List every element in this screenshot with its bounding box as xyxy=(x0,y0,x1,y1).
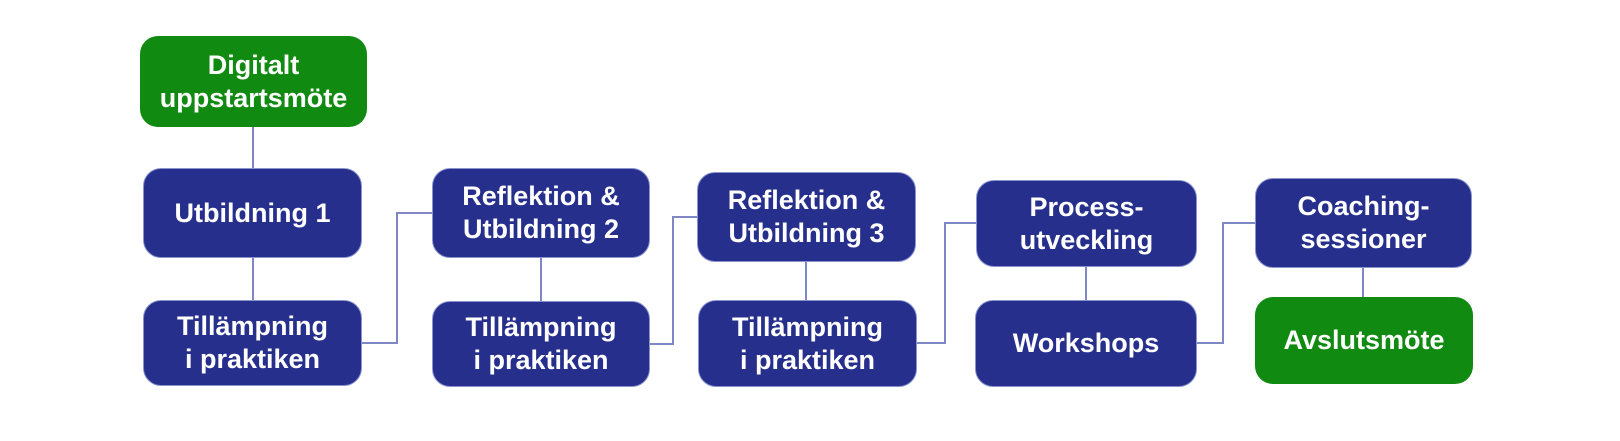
node-label: Reflektion & Utbildning 2 xyxy=(462,181,620,244)
connector-tillampning1-to-reflektion2-segment xyxy=(396,212,398,344)
node-utbildning-1: Utbildning 1 xyxy=(143,168,362,258)
node-process-utveckling: Process- utveckling xyxy=(976,180,1197,267)
connector-digitalt-to-utbildning1 xyxy=(252,127,254,168)
node-coaching-sessioner: Coaching- sessioner xyxy=(1255,178,1472,268)
node-label: Avslutsmöte xyxy=(1283,325,1445,356)
node-reflektion-utbildning-2: Reflektion & Utbildning 2 xyxy=(432,168,650,258)
node-label: Digitalt uppstartsmöte xyxy=(159,49,348,113)
connector-tillampning2-to-reflektion3-segment xyxy=(672,216,674,345)
node-tillampning-i-praktiken-2: Tillämpning i praktiken xyxy=(432,301,650,387)
node-reflektion-utbildning-3: Reflektion & Utbildning 3 xyxy=(697,172,916,262)
connector-processutveckling-to-workshops xyxy=(1085,267,1087,300)
connector-tillampning3-to-processutveckling-segment xyxy=(917,342,946,344)
node-tillampning-i-praktiken-3: Tillämpning i praktiken xyxy=(698,300,917,387)
node-digitalt-uppstartsmote: Digitalt uppstartsmöte xyxy=(140,36,367,127)
connector-tillampning1-to-reflektion2-segment xyxy=(362,342,398,344)
node-label: Tillämpning i praktiken xyxy=(465,312,617,375)
connector-coaching-to-avslutsmote xyxy=(1362,268,1364,297)
connector-reflektion3-to-tillampning3 xyxy=(805,262,807,300)
connector-workshops-to-coaching-segment xyxy=(1222,222,1224,344)
node-label: Tillämpning i praktiken xyxy=(731,311,883,375)
node-label: Process- utveckling xyxy=(1019,191,1154,255)
node-tillampning-i-praktiken-1: Tillämpning i praktiken xyxy=(143,300,362,386)
connector-tillampning2-to-reflektion3-segment xyxy=(672,216,697,218)
connector-tillampning3-to-processutveckling-segment xyxy=(944,222,946,344)
node-label: Workshops xyxy=(1012,328,1160,359)
connector-tillampning1-to-reflektion2-segment xyxy=(396,212,432,214)
node-workshops: Workshops xyxy=(975,300,1197,387)
node-avslutsmote: Avslutsmöte xyxy=(1255,297,1473,384)
node-label: Utbildning 1 xyxy=(174,197,331,228)
connector-tillampning3-to-processutveckling-segment xyxy=(944,222,976,224)
node-label: Reflektion & Utbildning 3 xyxy=(727,185,886,248)
node-label: Coaching- sessioner xyxy=(1297,191,1430,254)
connector-workshops-to-coaching-segment xyxy=(1222,222,1255,224)
node-label: Tillämpning i praktiken xyxy=(176,311,328,374)
connector-workshops-to-coaching-segment xyxy=(1197,342,1224,344)
connector-reflektion2-to-tillampning2 xyxy=(540,258,542,302)
connector-tillampning2-to-reflektion3-segment xyxy=(650,343,674,345)
connector-utbildning1-to-tillampning1 xyxy=(252,258,254,301)
